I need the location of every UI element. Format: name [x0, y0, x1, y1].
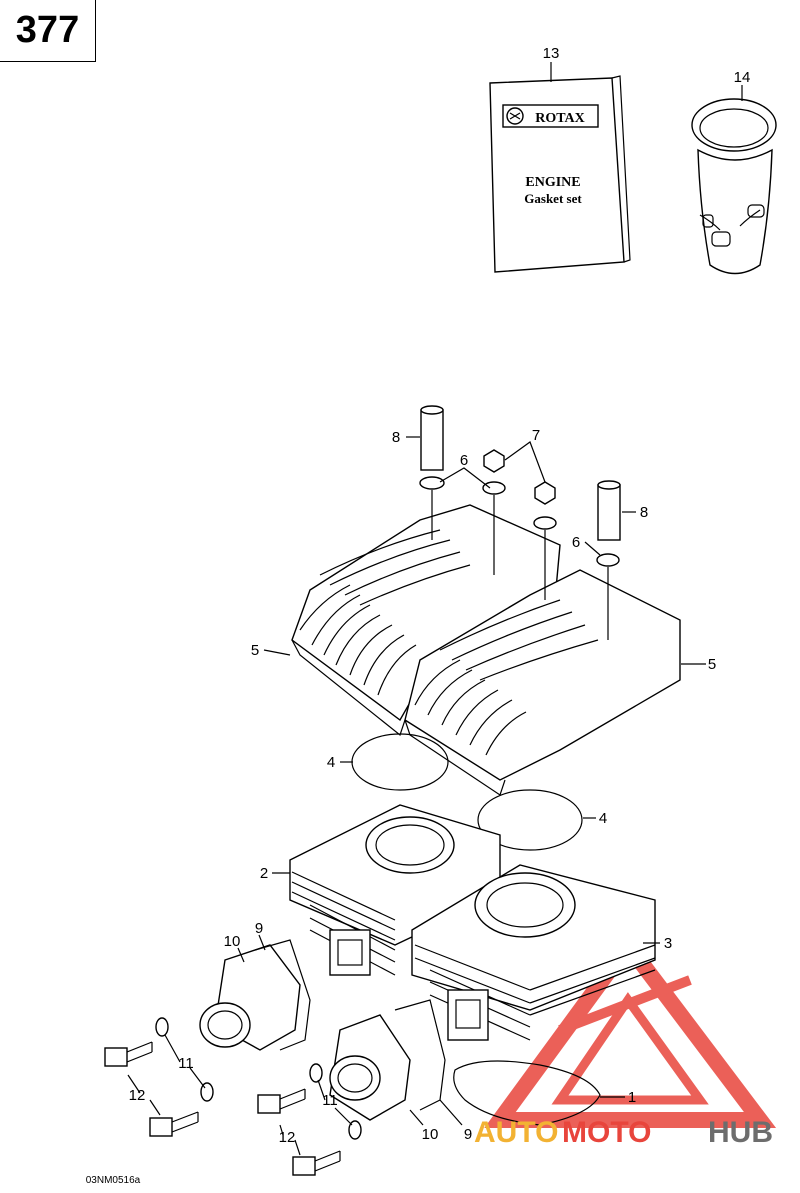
washer-11a: [155, 1017, 169, 1037]
callout-5b: 5: [708, 656, 716, 673]
callout-4a: 4: [327, 754, 335, 771]
callout-14: 14: [734, 69, 751, 86]
callout-9a: 9: [255, 920, 263, 937]
washer-4: [596, 553, 620, 567]
page-number-box: 377: [0, 0, 96, 62]
watermark-part1: AUTO: [474, 1116, 558, 1149]
gasket-line1: ENGINE: [525, 175, 580, 190]
intake-gasket-left: [254, 939, 311, 1051]
gasket-brand: ROTAX: [535, 111, 585, 126]
callout-10a: 10: [224, 933, 241, 950]
cylinder-sleeve: [691, 98, 777, 275]
page-number: 377: [15, 9, 80, 51]
gasket-set-box: ROTAX ENGINE Gasket set: [489, 75, 631, 273]
washer-11d: [348, 1120, 362, 1140]
watermark-part3: HUB: [708, 1116, 773, 1149]
callout-13: 13: [543, 45, 560, 62]
diagram-code: 03NM0516a: [86, 1175, 141, 1186]
nut-2: [534, 481, 556, 505]
washer-3: [533, 516, 557, 530]
callout-8a: 8: [392, 429, 400, 446]
callout-11a: 11: [178, 1055, 194, 1072]
callout-4b: 4: [599, 810, 607, 827]
callout-8b: 8: [640, 504, 648, 521]
callout-1: 1: [628, 1089, 636, 1106]
intake-socket-left: [199, 944, 301, 1051]
watermark-text: AUTO MOTO HUB: [474, 1116, 773, 1149]
callout-5a: 5: [251, 642, 259, 659]
washer-2: [482, 481, 506, 495]
intake-socket-right: [329, 1014, 411, 1121]
spacer-left: [420, 405, 444, 471]
cylinder-right: [411, 864, 656, 1041]
head-gasket-left: [351, 733, 449, 791]
callout-7: 7: [532, 427, 540, 444]
base-gasket: [453, 1060, 601, 1126]
watermark-part2: MOTO: [562, 1116, 651, 1149]
screw-3: [257, 1088, 306, 1114]
cylinder-head-right: [404, 569, 681, 796]
gasket-line2: Gasket set: [524, 191, 582, 206]
spacer-right: [597, 480, 621, 541]
cylinder-head-left: [291, 504, 561, 737]
callout-11b: 11: [322, 1092, 338, 1109]
callout-2: 2: [260, 865, 268, 882]
screw-2: [149, 1111, 199, 1137]
washer-1: [419, 476, 445, 490]
callout-3: 3: [664, 935, 672, 952]
head-gasket-right: [477, 789, 583, 851]
screw-1: [104, 1041, 153, 1067]
watermark-logo: [484, 931, 777, 1128]
callout-12a: 12: [129, 1087, 146, 1104]
screw-4: [292, 1150, 341, 1176]
callout-9b: 9: [464, 1126, 472, 1143]
callout-10b: 10: [422, 1126, 439, 1143]
nut-1: [483, 449, 505, 473]
leader-lines: [127, 62, 743, 1156]
callout-12b: 12: [279, 1129, 296, 1146]
callout-6b: 6: [572, 534, 580, 551]
intake-gasket-right: [394, 999, 446, 1111]
callout-6a: 6: [460, 452, 468, 469]
washer-11c: [309, 1063, 323, 1083]
